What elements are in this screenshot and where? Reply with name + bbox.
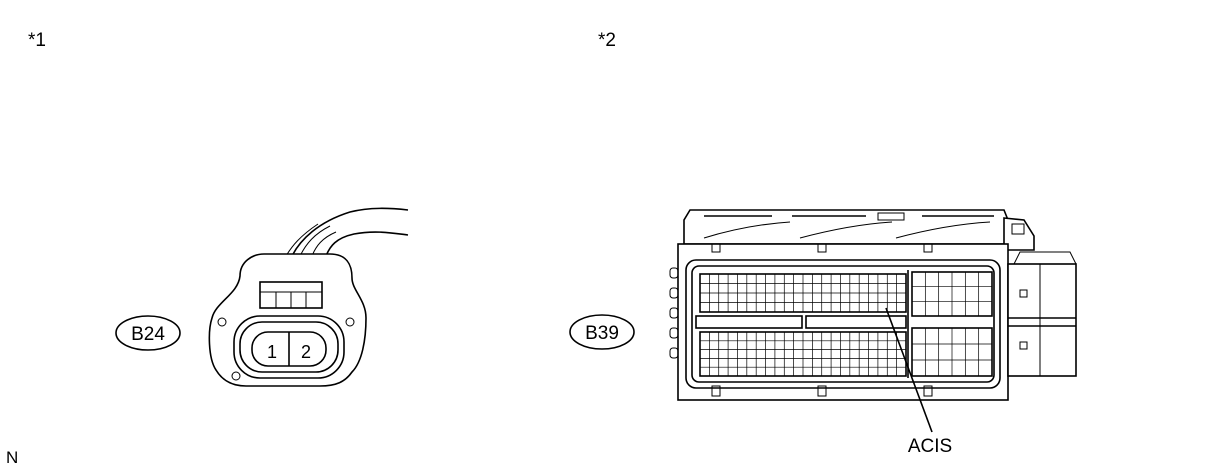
b24-housing: [208, 253, 367, 387]
b39-right-upper-grid: [911, 271, 993, 317]
b39-label-badge: B39: [569, 314, 635, 350]
b24-pin-2: 2: [301, 342, 311, 362]
b39-top-cover: [683, 209, 1009, 245]
b24-label-badge: B24: [115, 315, 181, 351]
b24-pin-1: 1: [267, 342, 277, 362]
b39-label: B39: [585, 323, 619, 344]
acis-terminal-label: ACIS: [908, 436, 952, 457]
b39-upper-grid: [699, 273, 907, 313]
b24-face-outer: [233, 315, 345, 379]
connector-b39: ACIS: [669, 209, 1077, 457]
b24-face-inner: [239, 321, 339, 373]
wire-harness: [285, 207, 409, 257]
b24-label: B24: [131, 324, 165, 345]
corner-mark: N: [6, 448, 19, 467]
b39-right-lower-grid: [911, 327, 993, 377]
b39-side-plug: [1007, 263, 1077, 377]
callout-2: *2: [598, 30, 616, 51]
acis-leader-line: [885, 307, 933, 433]
callout-1: *1: [28, 30, 46, 51]
b39-lower-grid: [699, 331, 907, 377]
b39-housing: [677, 243, 1009, 401]
connector-b24: 1 2: [208, 207, 409, 387]
